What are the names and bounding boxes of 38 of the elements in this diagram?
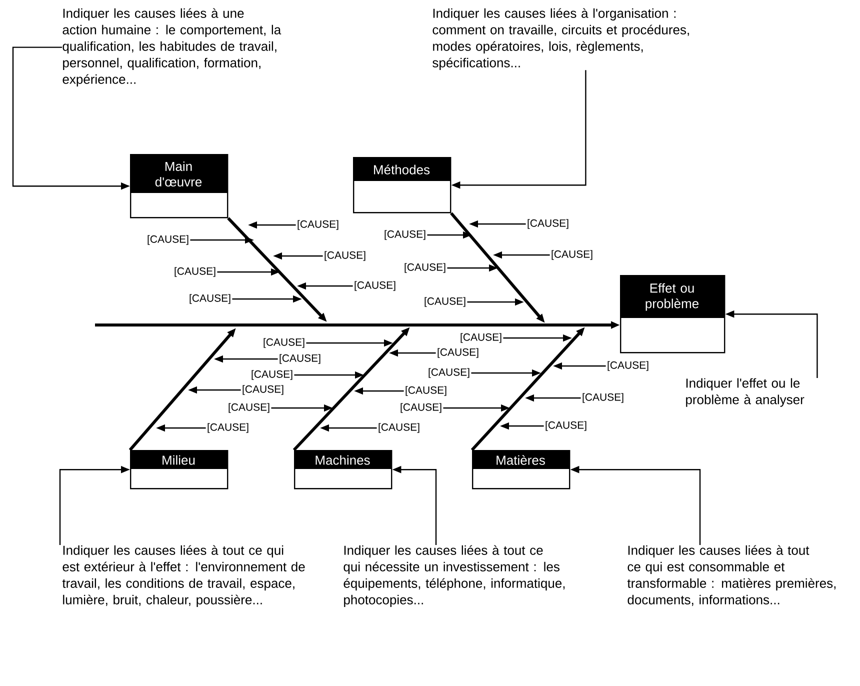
cause-label: [CAUSE]: [546, 421, 586, 431]
cause-label: [CAUSE]: [174, 267, 216, 277]
cause-label: [CAUSE]: [424, 297, 466, 307]
cause-label: [CAUSE]: [252, 370, 292, 380]
cause-label: [CAUSE]: [378, 423, 420, 433]
cause-label: [CAUSE]: [528, 219, 568, 229]
cause-label: [CAUSE]: [324, 251, 366, 261]
category-box: Milieu: [130, 450, 228, 490]
description-text: Indiquer les causes liées à une action humaine : le comportement, la qualification, les habitudes de travail, personnel, qualification, formation, expérience...: [62, 8, 282, 86]
cause-label: [CAUSE]: [428, 368, 470, 378]
description-text: Indiquer les causes liées à tout ce qui est extérieur à l'effet : l'environnement de travail, les conditions de travail, espace, lumière, bruit, chaleur, poussière...: [62, 545, 305, 607]
description-text: Indiquer l'effet ou le problème à analyser: [686, 378, 804, 407]
cause-label: [CAUSE]: [228, 403, 270, 413]
cause-label: [CAUSE]: [438, 348, 478, 358]
cause-label: [CAUSE]: [280, 354, 320, 364]
category-box: Matières: [472, 450, 570, 490]
cause-label: [CAUSE]: [354, 281, 396, 291]
cause-label: [CAUSE]: [608, 361, 648, 371]
cause-label: [CAUSE]: [148, 235, 188, 245]
cause-label: [CAUSE]: [400, 403, 442, 413]
category-box: Méthodes: [353, 157, 452, 214]
cause-label: [CAUSE]: [582, 393, 624, 403]
cause-label: [CAUSE]: [384, 230, 426, 240]
cause-label: [CAUSE]: [208, 423, 248, 433]
cause-label: [CAUSE]: [298, 220, 338, 230]
cause-label: [CAUSE]: [406, 386, 446, 396]
cause-label: [CAUSE]: [190, 294, 230, 304]
description-text: Indiquer les causes liées à l'organisation : comment on travaille, circuits et procédures, modes opératoires, lois, règlements, spécifications...: [432, 8, 689, 70]
category-box: Effet ou problème: [620, 275, 726, 354]
category-box: Main d'œuvre: [130, 154, 228, 218]
cause-label: [CAUSE]: [264, 338, 304, 348]
cause-label: [CAUSE]: [460, 333, 502, 343]
cause-label: [CAUSE]: [242, 385, 284, 395]
cause-label: [CAUSE]: [404, 263, 446, 273]
cause-label: [CAUSE]: [552, 250, 592, 260]
description-text: Indiquer les causes liées à tout ce qui nécessite un investissement : les équipements, téléphone, informatique, photocopies...: [344, 545, 565, 607]
category-box: Machines: [294, 450, 392, 490]
description-text: Indiquer les causes liées à tout ce qui est consommable et transformable : matières premières, documents, informations...: [627, 545, 836, 606]
